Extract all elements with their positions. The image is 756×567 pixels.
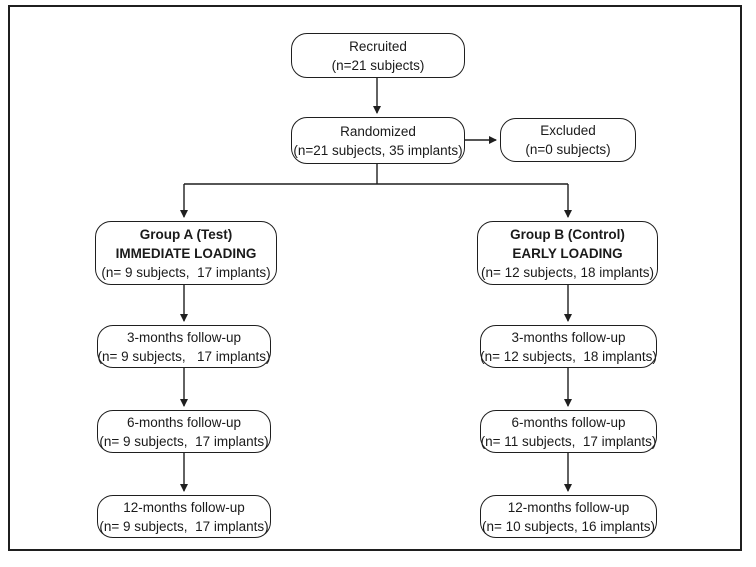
flow-box-group-b: Group B (Control) EARLY LOADING (n= 12 s… — [477, 221, 658, 285]
flow-box-group-a-3months: 3-months follow-up (n= 9 subjects, 17 im… — [97, 325, 271, 368]
box-label: 3-months follow-up — [126, 329, 242, 345]
box-count: (n= 9 subjects, 17 implants) — [101, 264, 271, 280]
flow-box-group-a: Group A (Test) IMMEDIATE LOADING (n= 9 s… — [95, 221, 277, 285]
box-count: (n=0 subjects) — [525, 142, 611, 157]
box-count: (n= 10 subjects, 16 implants) — [482, 518, 655, 534]
box-count: (n=21 subjects, 35 implants) — [293, 142, 463, 158]
flow-box-group-b-3months: 3-months follow-up (n= 12 subjects, 18 i… — [480, 325, 657, 368]
box-count: (n= 12 subjects, 18 implants) — [480, 348, 657, 364]
box-label: 3-months follow-up — [511, 329, 626, 345]
flow-box-randomized: Randomized (n=21 subjects, 35 implants) — [291, 117, 465, 164]
flow-box-group-a-6months: 6-months follow-up (n= 9 subjects, 17 im… — [97, 410, 271, 453]
box-count: (n= 9 subjects, 17 implants) — [99, 433, 269, 449]
flow-box-group-a-12months: 12-months follow-up (n= 9 subjects, 17 i… — [97, 495, 271, 538]
box-sublabel: IMMEDIATE LOADING — [115, 245, 257, 261]
box-label: Recruited — [349, 38, 407, 54]
box-count: (n=21 subjects) — [331, 57, 425, 73]
flow-box-group-b-12months: 12-months follow-up (n= 10 subjects, 16 … — [480, 495, 657, 538]
box-count: (n= 12 subjects, 18 implants) — [481, 264, 654, 280]
box-label: Excluded — [540, 123, 596, 138]
box-label: 6-months follow-up — [511, 414, 626, 430]
box-label: Randomized — [340, 123, 416, 139]
box-label: Group B (Control) — [510, 226, 625, 242]
box-count: (n= 9 subjects, 17 implants) — [97, 348, 271, 364]
box-count: (n= 11 subjects, 17 implants) — [480, 433, 657, 449]
flow-box-recruited: Recruited (n=21 subjects) — [291, 33, 465, 78]
box-count: (n= 9 subjects, 17 implants) — [99, 518, 269, 534]
box-label: Group A (Test) — [139, 226, 233, 242]
box-label: 12-months follow-up — [507, 499, 630, 515]
box-sublabel: EARLY LOADING — [512, 245, 623, 261]
flow-box-excluded: Excluded (n=0 subjects) — [500, 118, 636, 162]
box-label: 12-months follow-up — [123, 499, 245, 515]
box-label: 6-months follow-up — [126, 414, 242, 430]
flow-box-group-b-6months: 6-months follow-up (n= 11 subjects, 17 i… — [480, 410, 657, 453]
